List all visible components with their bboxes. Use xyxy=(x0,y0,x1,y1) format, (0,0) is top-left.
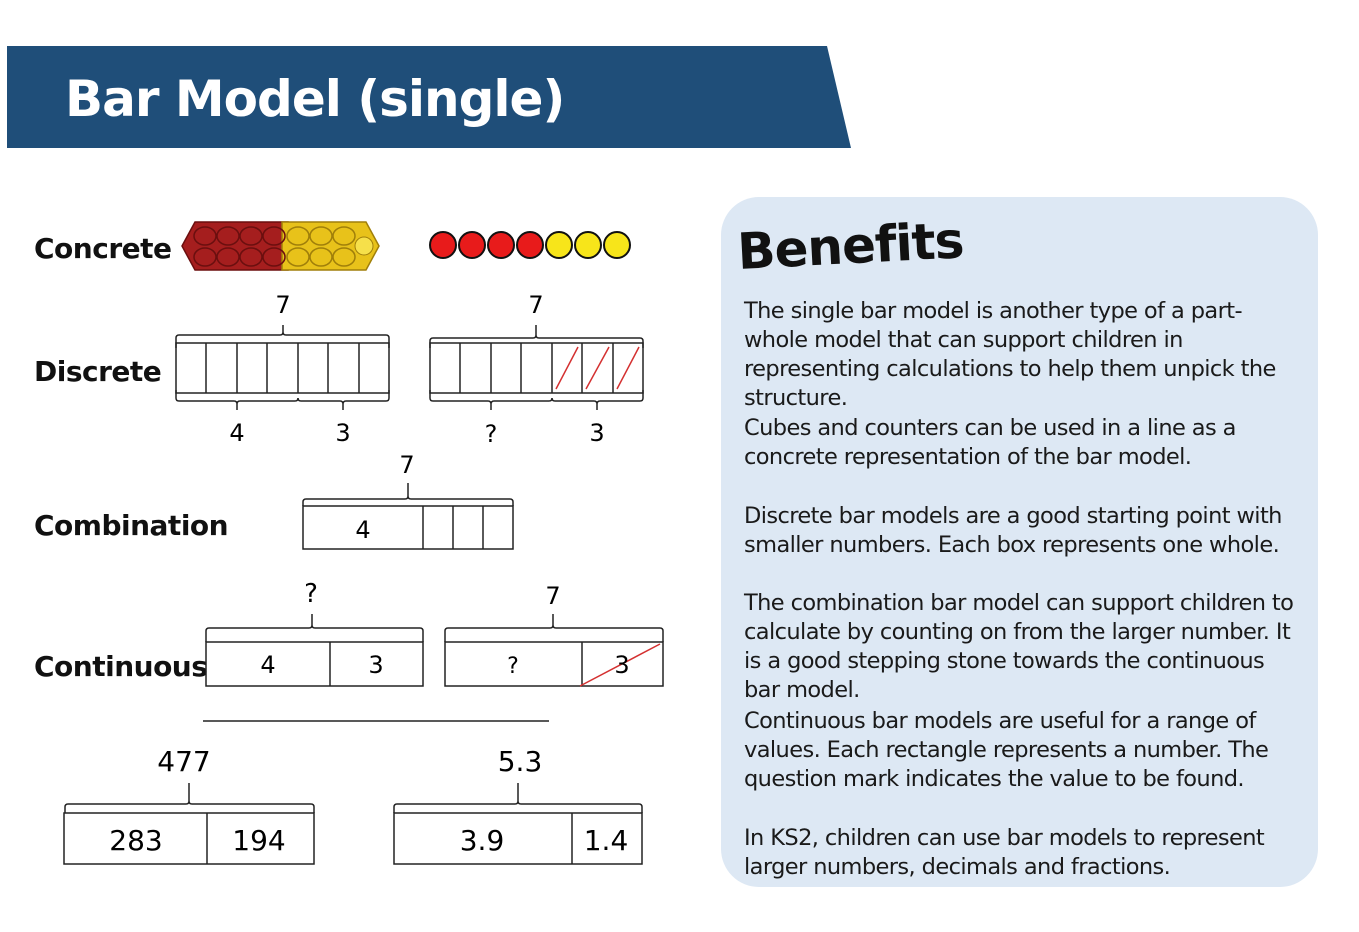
continuous-2-whole: 7 xyxy=(545,582,560,610)
discrete-bar-2 xyxy=(429,325,644,410)
red-counter xyxy=(458,231,486,259)
row-label-discrete: Discrete xyxy=(34,355,162,388)
benefit-paragraph-2: Cubes and counters can be used in a line… xyxy=(744,415,1236,470)
larger-part-b: 194 xyxy=(232,824,285,857)
crossed-out-part xyxy=(579,643,661,687)
decimal-part-b: 1.4 xyxy=(584,824,629,857)
page-title: Bar Model (single) xyxy=(65,70,565,128)
decimal-whole: 5.3 xyxy=(498,745,543,778)
benefit-paragraph-3: Discrete bar models are a good starting … xyxy=(744,503,1282,558)
discrete-bar-1 xyxy=(175,325,390,410)
red-counter xyxy=(429,231,457,259)
red-counter xyxy=(487,231,515,259)
continuous-bar-2 xyxy=(444,614,664,687)
row-label-combination: Combination xyxy=(34,509,229,542)
benefit-paragraph-6: In KS2, children can use bar models to r… xyxy=(744,825,1265,880)
discrete-2-part-b: 3 xyxy=(589,419,604,447)
continuous-1-whole: ? xyxy=(304,579,318,609)
discrete-1-part-a: 4 xyxy=(229,419,244,447)
row-label-concrete: Concrete xyxy=(34,232,172,265)
cube-train xyxy=(181,221,380,271)
title-banner: Bar Model (single) xyxy=(7,46,851,148)
counter-row xyxy=(429,231,631,259)
discrete-2-part-a: ? xyxy=(485,420,498,448)
continuous-1-part-b: 3 xyxy=(368,651,383,679)
row-label-continuous: Continuous xyxy=(34,650,208,683)
larger-part-a: 283 xyxy=(109,824,162,857)
benefits-panel: Benefits The single bar model is another… xyxy=(721,197,1318,887)
discrete-1-whole: 7 xyxy=(275,291,290,319)
yellow-counter xyxy=(574,231,602,259)
discrete-1-part-b: 3 xyxy=(335,419,350,447)
banner-shape xyxy=(7,46,851,148)
larger-whole: 477 xyxy=(157,745,210,778)
yellow-counter xyxy=(545,231,573,259)
combination-bar xyxy=(302,483,514,550)
red-counter xyxy=(516,231,544,259)
decimal-part-a: 3.9 xyxy=(460,824,505,857)
benefit-paragraph-5: Continuous bar models are useful for a r… xyxy=(744,708,1269,792)
continuous-2-part-b: 3 xyxy=(614,651,629,679)
benefit-paragraph-4: The combination bar model can support ch… xyxy=(744,590,1294,703)
combination-whole: 7 xyxy=(399,451,414,479)
bar-model-diagrams: 7 4 3 7 ? 3 7 4 ? 4 3 7 ? 3 xyxy=(63,221,664,865)
benefit-paragraph-1: The single bar model is another type of … xyxy=(744,298,1276,411)
benefits-title: Benefits xyxy=(735,211,965,281)
discrete-2-whole: 7 xyxy=(528,291,543,319)
continuous-1-part-a: 4 xyxy=(260,651,275,679)
continuous-2-part-a: ? xyxy=(507,654,519,679)
yellow-counter xyxy=(603,231,631,259)
decimal-bar xyxy=(393,783,643,865)
crossed-out-cells xyxy=(555,346,640,390)
combination-part: 4 xyxy=(355,516,370,544)
continuous-bar-1 xyxy=(205,614,424,687)
larger-numbers-bar xyxy=(63,783,315,865)
